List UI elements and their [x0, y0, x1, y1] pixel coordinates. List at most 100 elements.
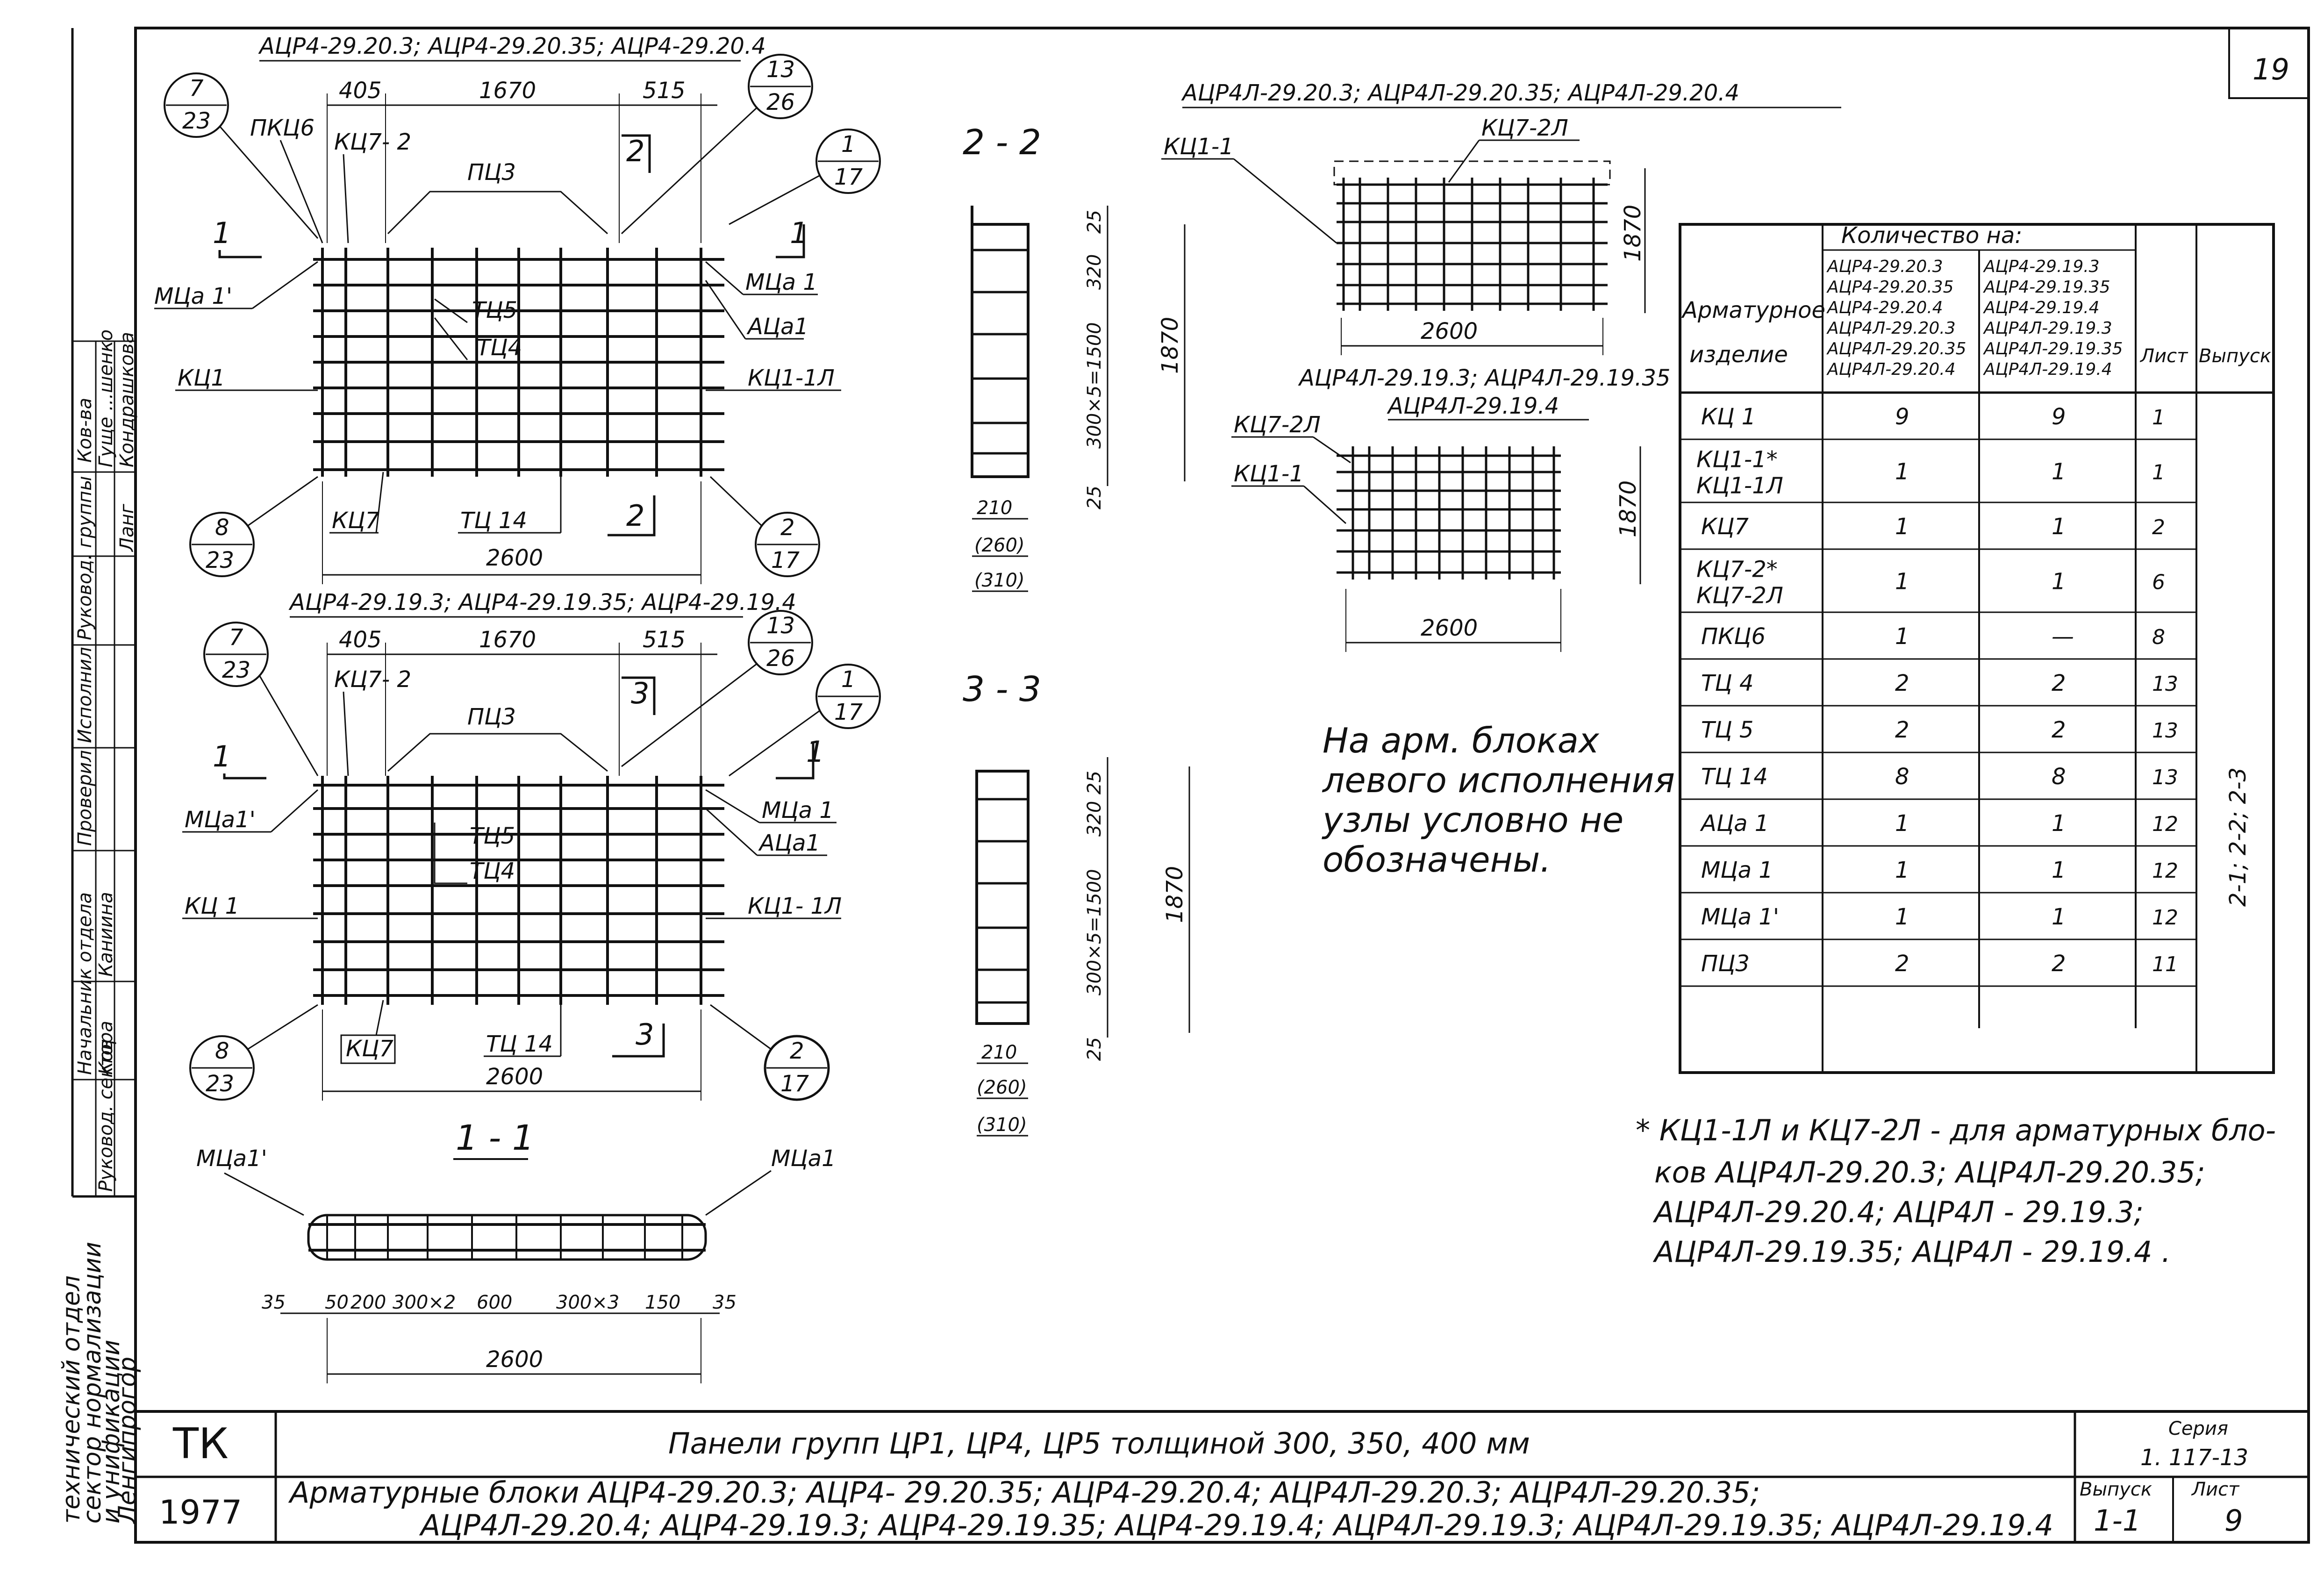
view-right-top-dim-1870: 1870	[1620, 205, 1646, 262]
table-row-sheet: 11	[2152, 952, 2178, 976]
stamp-sign-0: Ков-ва	[74, 398, 96, 463]
section-3-3-dim-320: 320	[1084, 801, 1105, 837]
stamp-role-3: Начальник отдела	[74, 892, 96, 1075]
section-3-3-dim-1500: 300×5=1500	[1084, 869, 1105, 995]
org-line-2: и унификации	[97, 1340, 125, 1524]
table-row-sheet: 6	[2152, 571, 2165, 594]
view-right-top-header: АЦР4Л-29.20.3; АЦР4Л-29.20.35; АЦР4Л-29.…	[1181, 80, 1739, 106]
table-row-item: ТЦ 5	[1701, 717, 1753, 743]
title-issue-label: Выпуск	[2080, 1479, 2152, 1500]
section-2-2-dim-1500: 300×5=1500	[1084, 322, 1105, 449]
view-top-callout-5: 2 17	[709, 476, 820, 577]
table-row-qty2: 1	[2052, 569, 2066, 595]
table-row-qty1: 1	[1895, 459, 1909, 485]
view-mid-label-tc4: ТЦ4	[470, 858, 515, 884]
table-col2-item: АЦР4Л-29.19.35	[1983, 339, 2123, 358]
table-row-sheet: 13	[2152, 719, 2178, 743]
title-year: 1977	[159, 1493, 242, 1532]
view-right-top-label-kc1-1: КЦ1-1	[1164, 134, 1234, 160]
section-1-1-total: 2600	[486, 1346, 543, 1373]
table-col1-item: АЦР4Л-29.20.3	[1826, 319, 1956, 338]
view-right-mid: АЦР4Л-29.19.3; АЦР4Л-29.19.35 АЦР4Л-29.1…	[1231, 365, 1670, 652]
view-right-mid-header-1: АЦР4Л-29.19.3; АЦР4Л-29.19.35	[1298, 365, 1670, 391]
view-mid-dim-2: 1670	[479, 627, 536, 653]
stamp-sign-3: Ков	[95, 1039, 117, 1075]
view-top-mesh	[313, 248, 724, 477]
title-line-2b: АЦР4Л-29.20.4; АЦР4-29.19.3; АЦР4-29.19.…	[419, 1508, 2053, 1542]
table-row-qty2: 2	[2052, 951, 2066, 977]
svg-text:17: 17	[771, 547, 800, 573]
table-row-qty1: 1	[1895, 857, 1909, 883]
view-top-label-kc7-2: КЦ7- 2	[334, 129, 411, 155]
table-row-qty2: 1	[2052, 514, 2066, 540]
table-col2-headers: АЦР4-29.19.3АЦР4-29.19.35АЦР4-29.19.4АЦР…	[1983, 257, 2123, 379]
view-top-label-kc1-1l: КЦ1-1Л	[748, 365, 835, 391]
svg-text:26: 26	[766, 645, 795, 672]
section-2-2-dim-210: 210	[977, 497, 1012, 519]
table-row-item: КЦ 1	[1701, 404, 1756, 430]
view-top-label-tc4: ТЦ4	[477, 335, 522, 361]
view-right-mid-label-kc7-2l: КЦ7-2Л	[1234, 412, 1321, 438]
table-row-item: ТЦ 14	[1701, 764, 1768, 790]
footnote-line-4: АЦР4Л-29.19.35; АЦР4Л - 29.19.4 .	[1652, 1235, 2171, 1269]
table-row-sheet: 13	[2152, 672, 2178, 696]
section-1-1-label-left: МЦа1'	[196, 1145, 267, 1172]
section-1-1-label-right: МЦа1	[771, 1145, 836, 1172]
stamp-name-3: Каниина	[95, 892, 117, 977]
table-row-qty2: 2	[2052, 670, 2066, 696]
section-1-1-dim-300x3: 300×3	[556, 1292, 619, 1313]
table-row-sheet: 12	[2152, 906, 2178, 930]
view-top-label-kc1: КЦ1	[178, 365, 225, 391]
section-1-1-dim-200: 200	[350, 1292, 386, 1313]
view-top-section-2a: 2	[626, 134, 644, 168]
table-row-item: ТЦ 4	[1701, 670, 1753, 696]
view-mid-section-1b: 1	[806, 735, 824, 769]
view-top-label-kc7: КЦ7	[332, 508, 379, 534]
title-sheet-label: Лист	[2191, 1479, 2240, 1500]
org-line-3: Ленгипрогор	[114, 1357, 142, 1525]
view-top-section-1b: 1	[790, 216, 808, 250]
table-row-qty2: —	[2052, 623, 2074, 650]
table-row-sheet: 12	[2152, 859, 2178, 883]
view-top-dim-2: 1670	[479, 78, 536, 104]
stamp-sign-2: Ланг	[116, 503, 138, 552]
section-1-1-dim-35a: 35	[262, 1292, 286, 1313]
section-2-2-title: 2 - 2	[963, 122, 1041, 163]
stamp-role-4: Руковод. сектора	[95, 1021, 117, 1192]
table-head-qty: Количество на:	[1841, 222, 2022, 249]
stamp-role-2: Проверил	[74, 750, 96, 846]
svg-text:8: 8	[215, 515, 229, 541]
table-col2-item: АЦР4Л-29.19.4	[1983, 360, 2112, 379]
table-col1-item: АЦР4-29.20.4	[1826, 298, 1943, 317]
org-line-1: сектор нормализации	[79, 1242, 107, 1524]
view-mid-label-kc1: КЦ 1	[185, 893, 239, 919]
section-1-1-dim-300x2: 300×2	[393, 1292, 456, 1313]
table-row-qty1: 2	[1895, 951, 1909, 977]
table-row-item: КЦ1-1Л	[1696, 473, 1783, 499]
note-line-1: На арм. блоках	[1323, 721, 1600, 761]
table-row-qty2: 1	[2052, 904, 2066, 930]
table-row-qty1: 2	[1895, 717, 1909, 743]
table-head-item-1: Арматурное	[1681, 297, 1825, 323]
stamp-sign-1: Гуще ...шенко	[95, 329, 117, 467]
svg-text:23: 23	[222, 657, 250, 683]
view-top-callout-4: 8 23	[189, 476, 318, 577]
view-mid-label-tc14: ТЦ 14	[486, 1031, 553, 1057]
view-right-top: АЦР4Л-29.20.3; АЦР4Л-29.20.35; АЦР4Л-29.…	[1161, 80, 1841, 355]
svg-text:2: 2	[780, 515, 795, 541]
svg-text:17: 17	[834, 164, 863, 190]
view-mid-label-mca1: МЦа 1	[762, 797, 834, 823]
section-2-2-dim-260: (260)	[974, 535, 1025, 556]
view-top-label-tc14: ТЦ 14	[460, 508, 527, 534]
table-col1-item: АЦР4-29.20.3	[1826, 257, 1943, 276]
section-2-2-dim-25b: 25	[1084, 486, 1105, 509]
view-top-label-mca1: МЦа 1	[745, 269, 817, 295]
section-1-1-dim-150: 150	[645, 1292, 680, 1313]
section-1-1: 1 - 1 МЦа1' МЦа1 35 50 200 300×2 600 300…	[196, 1118, 836, 1383]
table-col2-item: АЦР4-29.19.35	[1983, 278, 2110, 297]
table-row-sheet: 1	[2152, 406, 2165, 430]
section-3-3-dim-1870: 1870	[1162, 866, 1188, 923]
view-mid: АЦР4-29.19.3; АЦР4-29.19.35; АЦР4-29.19.…	[182, 589, 881, 1101]
note-line-3: узлы условно не	[1322, 800, 1623, 840]
